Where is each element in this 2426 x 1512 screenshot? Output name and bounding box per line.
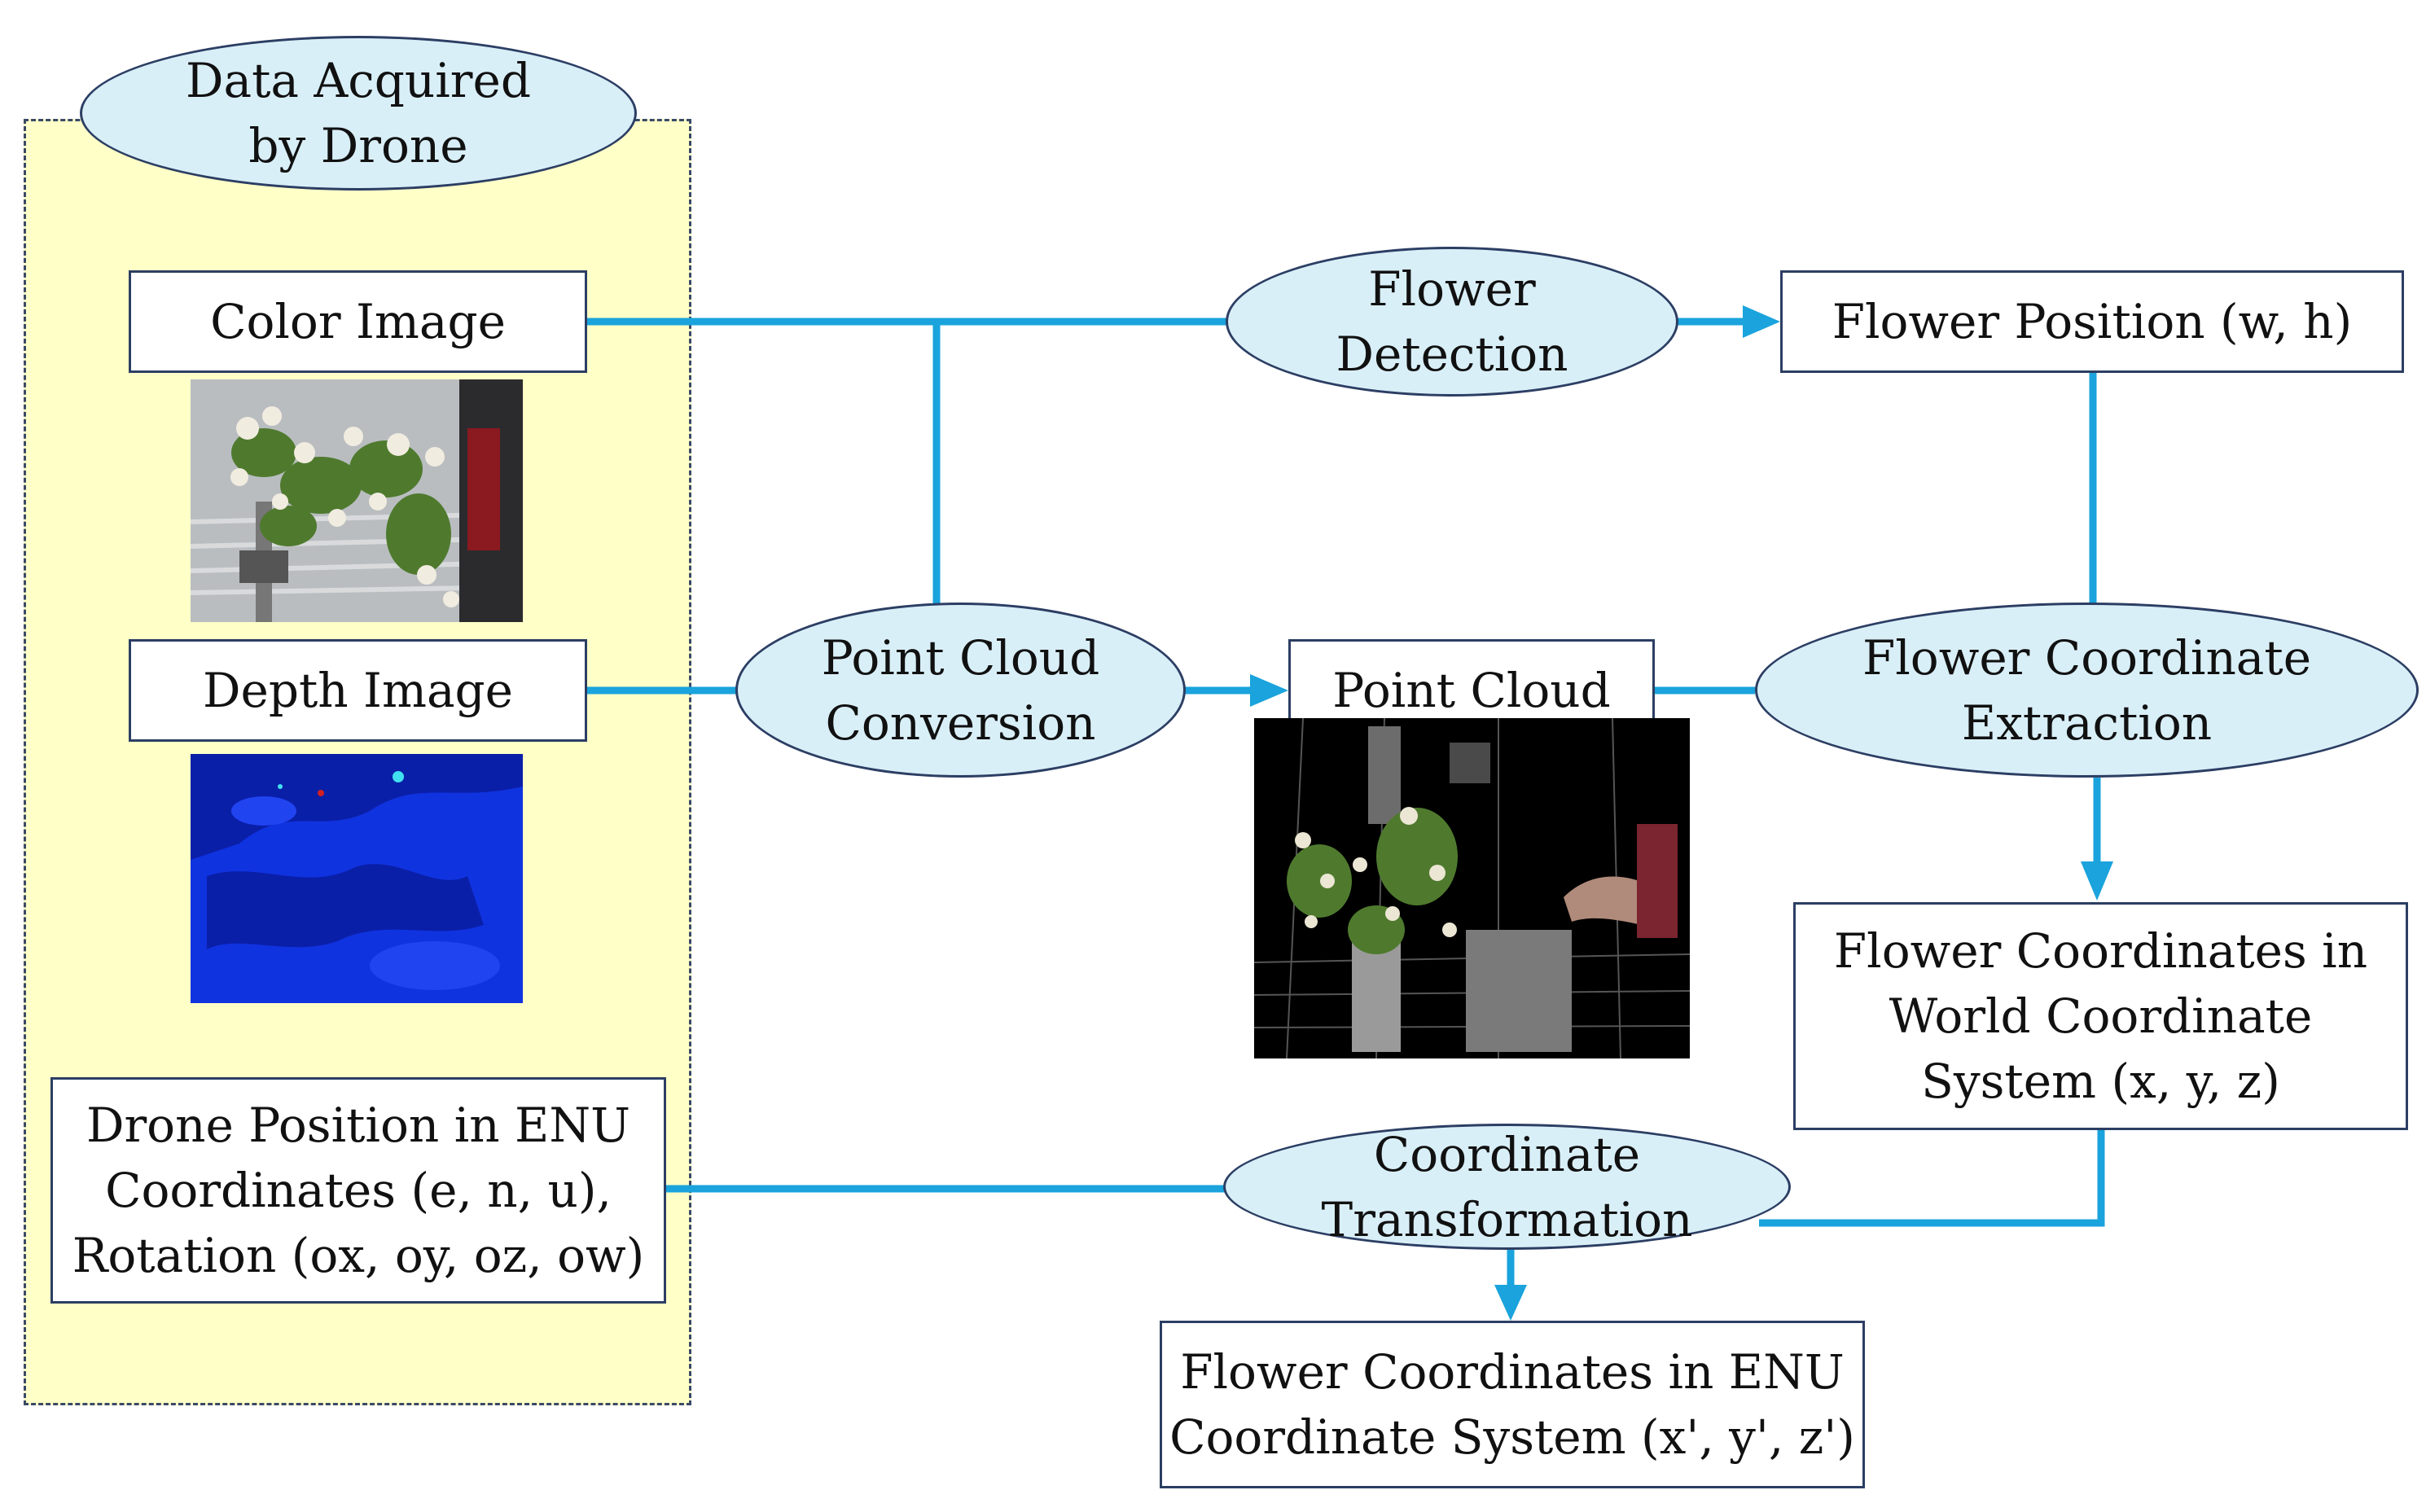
enu-coordinates-label: Flower Coordinates in ENU Coordinate Sys… [1169,1344,1855,1465]
flower-detection-ellipse: Flower Detection [1226,247,1678,397]
color-image-box: Color Image [129,270,587,373]
point-cloud-label: Point Cloud [1332,663,1611,718]
coordinate-transformation-ellipse: Coordinate Transformation [1223,1124,1791,1250]
edge-world-to-transformation [1759,1130,2105,1227]
color-image-label: Color Image [210,294,506,349]
flower-position-box: Flower Position (w, h) [1780,270,2404,373]
flower-position-label: Flower Position (w, h) [1832,294,2353,349]
arrowhead-enu [1494,1285,1527,1321]
arrowhead-position [1743,305,1780,338]
depth-map-image [191,754,523,1003]
flower-coordinate-extraction-ellipse: Flower Coordinate Extraction [1755,603,2419,778]
panel-title: Data Acquired by Drone [186,53,531,173]
flower-coordinate-extraction-label: Flower Coordinate Extraction [1862,629,2312,751]
enu-coordinates-box: Flower Coordinates in ENU Coordinate Sys… [1160,1321,1865,1488]
flower-detection-label: Flower Detection [1336,261,1568,382]
drone-position-label: Drone Position in ENU Coordinates (e, n,… [72,1098,645,1283]
flower-photo-image [191,379,523,622]
point-cloud-render-image [1254,718,1690,1058]
arrowhead-pointcloud [1250,674,1288,707]
coordinate-transformation-label: Coordinate Transformation [1321,1126,1693,1247]
world-coordinates-label: Flower Coordinates in World Coordinate S… [1833,923,2368,1109]
arrowhead-world [2081,861,2113,901]
depth-image-label: Depth Image [203,663,513,718]
panel-title-ellipse: Data Acquired by Drone [80,36,637,191]
drone-position-box: Drone Position in ENU Coordinates (e, n,… [50,1077,666,1304]
point-cloud-conversion-ellipse: Point Cloud Conversion [735,603,1186,778]
world-coordinates-box: Flower Coordinates in World Coordinate S… [1793,902,2408,1130]
depth-image-box: Depth Image [129,639,587,742]
point-cloud-conversion-label: Point Cloud Conversion [821,629,1100,751]
